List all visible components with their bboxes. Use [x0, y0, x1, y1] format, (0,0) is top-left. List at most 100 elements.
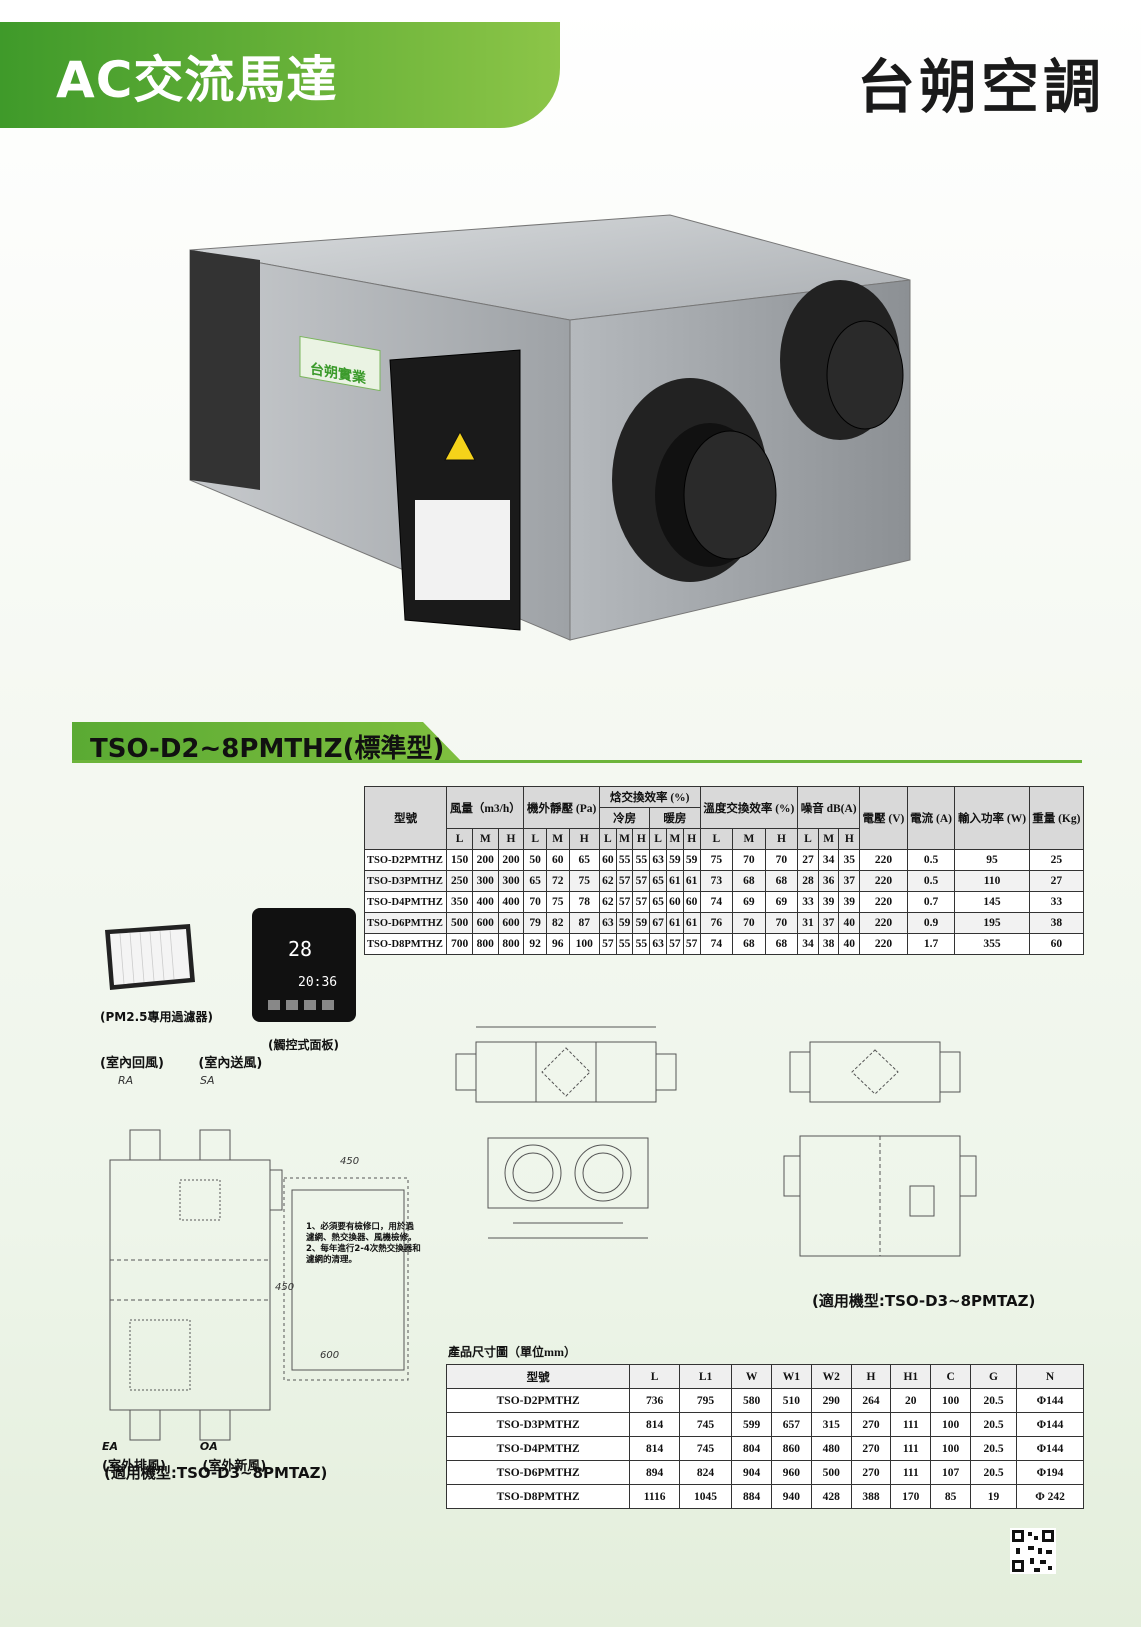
- spec-cell: 28: [797, 870, 819, 892]
- airflow-labels-top: (室內回風) (室內送風): [100, 1052, 292, 1071]
- model-cell: TSO-D8PMTHZ: [363, 933, 448, 955]
- dims-cell: 510: [771, 1388, 812, 1413]
- spec-cell: 31: [797, 912, 819, 934]
- spec-cell: 57: [632, 870, 651, 892]
- dims-cell: 824: [678, 1460, 733, 1485]
- spec-cell: 79: [523, 912, 547, 934]
- spec-cell: 65: [649, 891, 668, 913]
- spec-cell: 76: [699, 912, 734, 934]
- spec-cell: 37: [817, 912, 840, 934]
- airflow-labels-bottom: EA OA (室外排風) (室外新風): [102, 1440, 298, 1474]
- dims-cell: 960: [771, 1460, 812, 1485]
- spec-header-noise: 噪音 dB(A): [797, 786, 861, 829]
- panel-caption: (觸控式面板): [268, 1038, 339, 1052]
- dims-cell: 100: [930, 1412, 971, 1437]
- spec-sub-header: H: [497, 828, 525, 850]
- spec-cell: 75: [545, 891, 570, 913]
- dims-cell: 19: [969, 1484, 1018, 1509]
- spec-cell: 40: [838, 912, 861, 934]
- spec-cell: 96: [545, 933, 570, 955]
- spec-cell: 67: [649, 912, 668, 934]
- dims-cell: 100: [930, 1436, 971, 1461]
- dims-header: 型號: [445, 1364, 631, 1389]
- spec-cell: 68: [764, 870, 799, 892]
- model-cell: TSO-D6PMTHZ: [363, 912, 448, 934]
- dims-header: N: [1016, 1364, 1084, 1389]
- product-image: 台朔實業: [189, 214, 911, 641]
- spec-cell: 600: [497, 912, 525, 934]
- dims-cell: 290: [810, 1388, 852, 1413]
- spec-cell: 70: [764, 912, 799, 934]
- outdoor-fresh-label: (室外新風): [202, 1459, 267, 1474]
- dims-header: H: [850, 1364, 892, 1389]
- dims-cell: 814: [629, 1436, 680, 1461]
- dim-450-horizontal: 450: [340, 1156, 359, 1167]
- spec-cell: 57: [615, 870, 634, 892]
- section-tag: [72, 722, 462, 762]
- spec-sub-header: H: [764, 828, 799, 850]
- model-cell: TSO-D3PMTHZ: [363, 870, 448, 892]
- spec-cell: 70: [732, 912, 766, 934]
- spec-sub-header: H: [568, 828, 600, 850]
- spec-sub-header: H: [838, 828, 861, 850]
- spec-cell: 0.7: [906, 891, 956, 913]
- spec-cell: 33: [797, 891, 819, 913]
- dims-cell: 111: [890, 1460, 932, 1485]
- dims-cell: 657: [771, 1412, 812, 1437]
- dims-header: L: [629, 1364, 680, 1389]
- spec-cell: 27: [1028, 870, 1085, 892]
- spec-cell: 35: [838, 849, 861, 871]
- spec-sub-header: L: [598, 828, 617, 850]
- applicable-models-left: (適用機型:TSO-D3~8PMTAZ): [104, 1464, 328, 1482]
- spec-cell: 95: [954, 849, 1030, 871]
- spec-header-cool: 冷房: [598, 807, 651, 829]
- spec-cell: 61: [682, 870, 701, 892]
- spec-sub-header: L: [649, 828, 668, 850]
- panel-temp-readout: 28: [288, 937, 312, 961]
- dims-header: W2: [810, 1364, 852, 1389]
- spec-cell: 700: [446, 933, 473, 955]
- spec-sub-header: L: [797, 828, 819, 850]
- spec-cell: 55: [632, 933, 651, 955]
- spec-header-airflow: 風量（m3/h）: [446, 786, 525, 829]
- dims-cell: 745: [678, 1436, 733, 1461]
- pm25-filter-image: [105, 924, 195, 990]
- qr-code-image[interactable]: [1010, 1528, 1056, 1574]
- spec-cell: 63: [649, 849, 668, 871]
- outdoor-exhaust-label: (室外排風): [102, 1459, 166, 1474]
- spec-sub-header: M: [471, 828, 499, 850]
- dim-600: 600: [320, 1350, 339, 1361]
- spec-header-power: 輸入功率 (W): [954, 786, 1030, 850]
- spec-cell: 220: [859, 891, 908, 913]
- spec-sub-header: H: [682, 828, 701, 850]
- dims-cell: 270: [850, 1460, 892, 1485]
- dims-cell: Φ144: [1016, 1412, 1084, 1437]
- spec-cell: 250: [446, 870, 473, 892]
- spec-cell: 60: [1028, 933, 1085, 955]
- spec-cell: 57: [682, 933, 701, 955]
- spec-cell: 800: [471, 933, 499, 955]
- dims-cell: 20.5: [969, 1436, 1018, 1461]
- page-title: AC交流馬達: [56, 51, 338, 109]
- dims-cell: 894: [629, 1460, 680, 1485]
- maintenance-notes: 1、必須要有檢修口，用於過濾網、熱交換器、風機檢修。 2、每年進行2-4次熱交換…: [306, 1222, 422, 1266]
- dims-cell: 20: [890, 1388, 932, 1413]
- dims-cell: 20.5: [969, 1412, 1018, 1437]
- spec-cell: 68: [764, 933, 799, 955]
- spec-cell: 145: [954, 891, 1030, 913]
- spec-cell: 55: [615, 849, 634, 871]
- dims-cell: 500: [810, 1460, 852, 1485]
- model-cell: TSO-D3PMTHZ: [445, 1412, 631, 1437]
- spec-cell: 34: [797, 933, 819, 955]
- spec-header-current: 電流 (A): [906, 786, 956, 850]
- spec-cell: 57: [615, 891, 634, 913]
- touch-panel-image: 28 20:36: [252, 908, 356, 1022]
- dims-cell: 804: [731, 1436, 773, 1461]
- sa-code: SA: [200, 1074, 215, 1087]
- spec-cell: 0.9: [906, 912, 956, 934]
